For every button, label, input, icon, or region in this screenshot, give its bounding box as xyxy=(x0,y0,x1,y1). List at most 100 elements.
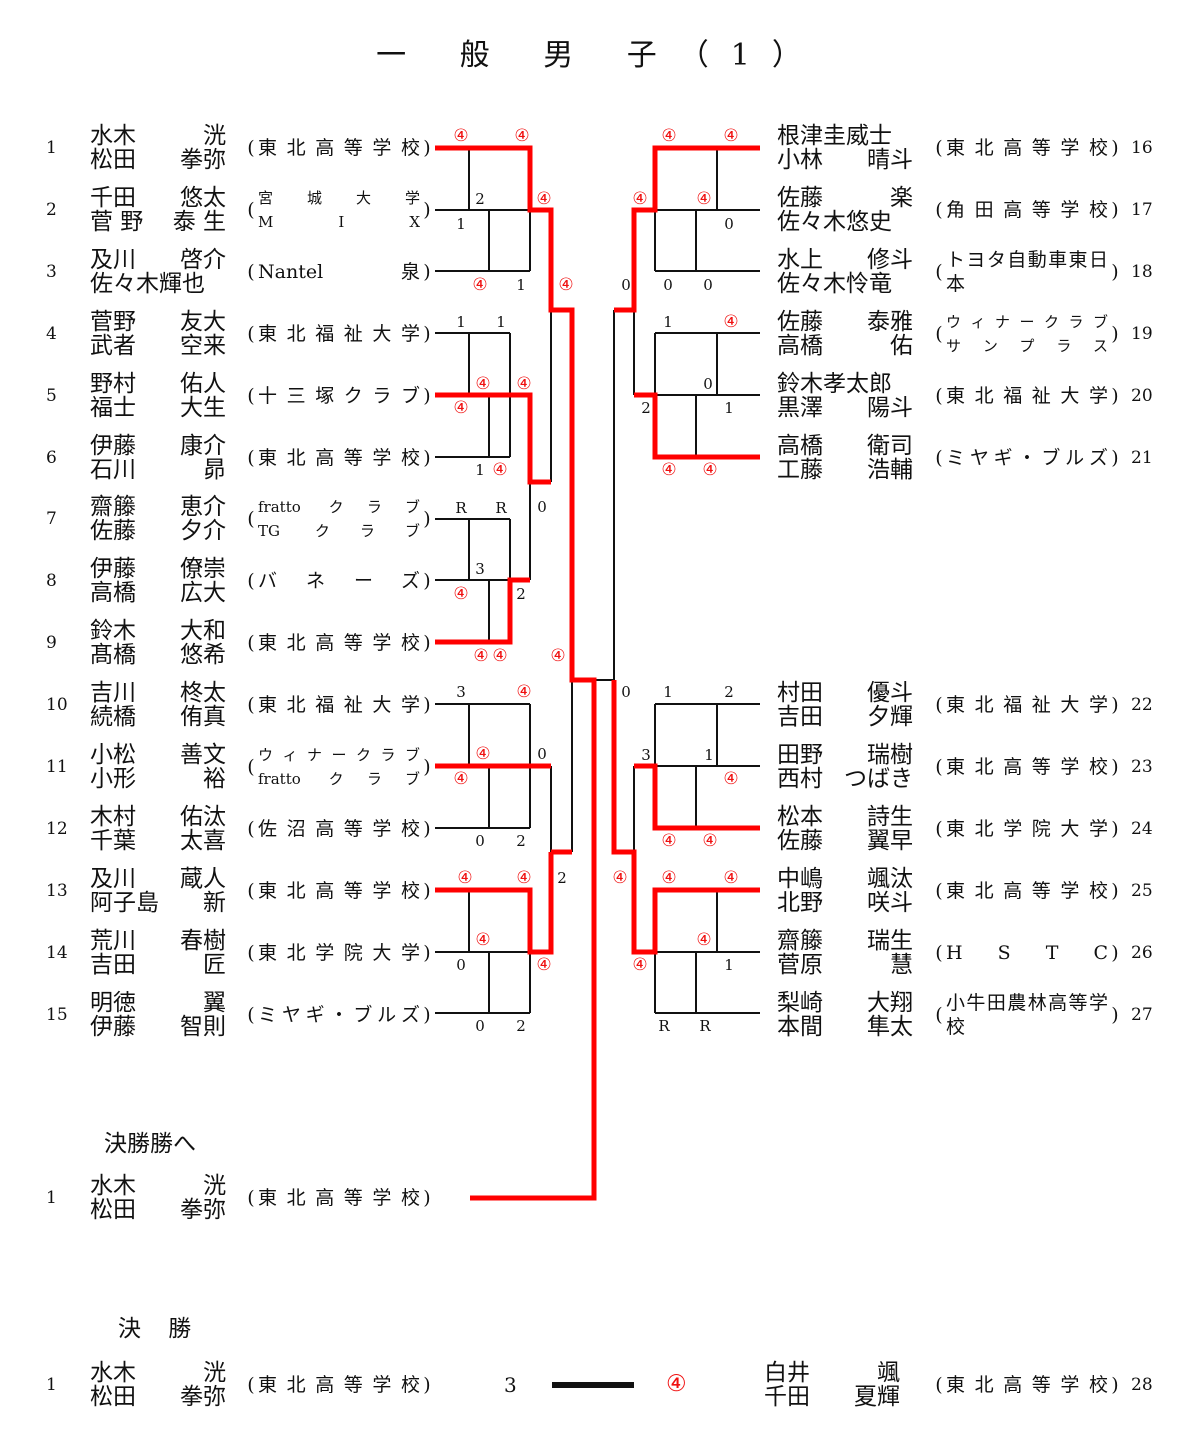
given-name: 晴斗 xyxy=(867,147,913,173)
match-score: ④ xyxy=(661,831,677,851)
page-title: 一 般 男 子（1） xyxy=(376,38,824,73)
team-name: (東北高等学校) xyxy=(247,1374,431,1396)
team-line: 東北高等学校 xyxy=(946,879,1108,902)
match-score: 2 xyxy=(516,585,526,603)
given-name: 康介 xyxy=(180,432,226,459)
player-names: 根津圭威士小林晴斗 xyxy=(777,124,913,172)
team-line: 東北学院大学 xyxy=(946,817,1108,840)
family-name: 中嶋 xyxy=(777,865,823,892)
final-right-score: ④ xyxy=(666,1371,687,1397)
player-names: 村田優斗吉田夕輝 xyxy=(777,681,913,729)
given-name: 夕輝 xyxy=(867,704,913,731)
player-name: 千葉太喜 xyxy=(90,829,226,853)
family-name: 千田 xyxy=(764,1384,810,1410)
player-names: 齋籐恵介佐藤夕介 xyxy=(90,495,226,543)
team-line: 佐沼高等学校 xyxy=(258,817,420,840)
match-score: 2 xyxy=(516,1017,526,1035)
entry-number: 26 xyxy=(1131,942,1153,963)
player-name: 工藤浩輔 xyxy=(777,458,913,482)
team-line: 東北高等学校 xyxy=(258,137,420,159)
family-name: 梨崎 xyxy=(777,989,823,1016)
player-name: 高橋広大 xyxy=(90,581,226,605)
player-names: 佐藤楽佐々木悠史 xyxy=(777,186,913,234)
team-name: (東北高等学校) xyxy=(247,879,431,902)
entry-number: 22 xyxy=(1131,695,1153,716)
match-score: ④ xyxy=(661,460,677,480)
match-score: 0 xyxy=(663,276,673,294)
given-name: 泰雅 xyxy=(867,308,913,335)
family-name: 及川 xyxy=(90,246,136,273)
player-names: 千田悠太菅 野泰 生 xyxy=(90,186,226,234)
match-score: 0 xyxy=(537,498,547,516)
entry-number: 18 xyxy=(1131,261,1153,282)
entry-number: 24 xyxy=(1131,818,1153,839)
given-name: 空来 xyxy=(180,332,226,359)
family-name: 高橋 xyxy=(90,580,136,607)
family-name: 小形 xyxy=(90,766,136,792)
team-line: 東北高等学校 xyxy=(258,1187,420,1209)
player-name: 田野瑞樹 xyxy=(777,743,913,767)
match-score: 1 xyxy=(516,276,526,294)
team-line: fratto クラブ xyxy=(258,770,420,788)
player-name: 荒川春樹 xyxy=(90,929,226,953)
family-name: 松本 xyxy=(777,803,823,830)
match-score: ④ xyxy=(550,646,566,666)
family-name: 鈴木孝太郎 xyxy=(777,370,892,397)
match-score: 1 xyxy=(456,313,466,331)
family-name: 高橋 xyxy=(777,332,823,359)
match-score: ④ xyxy=(661,868,677,888)
match-score: 3 xyxy=(641,746,651,764)
player-name: 齋籐恵介 xyxy=(90,495,226,519)
player-names: 水上修斗佐々木怜竜 xyxy=(777,248,913,296)
player-name: 武者空来 xyxy=(90,334,226,358)
given-name: 翼 xyxy=(203,989,226,1016)
entry-number: 2 xyxy=(46,199,57,220)
team-name: (東北高等学校) xyxy=(935,879,1119,902)
family-name: 西村 xyxy=(777,766,823,792)
match-score: 0 xyxy=(475,832,485,850)
match-score: ④ xyxy=(453,398,469,418)
match-score: 1 xyxy=(475,461,485,479)
team-line: ミヤギ・ブルズ xyxy=(258,1003,420,1026)
given-name: 拳弥 xyxy=(180,1384,226,1410)
family-name: 水上 xyxy=(777,246,823,273)
given-name: 僚崇 xyxy=(180,556,226,583)
team-line: 宮 城 大 学 xyxy=(258,188,420,207)
match-score: ④ xyxy=(457,868,473,888)
team-name: (東北福祉大学) xyxy=(247,694,431,717)
team-line: トヨタ自動車東日本 xyxy=(946,248,1108,295)
player-names: 伊藤僚崇高橋広大 xyxy=(90,557,226,605)
team-name: (佐沼高等学校) xyxy=(247,817,431,840)
player-names: 水木洸松田拳弥 xyxy=(90,124,226,172)
player-names: 鈴木大和髙橋悠希 xyxy=(90,619,226,667)
match-score: ④ xyxy=(723,312,739,332)
match-score: ④ xyxy=(516,868,532,888)
match-score: ④ xyxy=(632,955,648,975)
given-name: 裕 xyxy=(203,766,226,792)
player-name: 佐藤翼早 xyxy=(777,829,913,853)
given-name: 佑 xyxy=(890,332,913,359)
family-name: 髙橋 xyxy=(90,642,136,669)
given-name: 夕介 xyxy=(180,518,226,545)
team-line: TG クラブ xyxy=(258,522,420,541)
entry-number: 13 xyxy=(46,880,68,901)
match-score: 2 xyxy=(641,399,651,417)
family-name: 水木 xyxy=(90,1360,136,1386)
family-name: 鈴木 xyxy=(90,618,136,645)
player-name: 中嶋颯汰 xyxy=(777,867,913,891)
family-name: 吉田 xyxy=(777,704,823,731)
player-name: 鈴木孝太郎 xyxy=(777,372,913,396)
player-name: 水木洸 xyxy=(90,124,226,148)
